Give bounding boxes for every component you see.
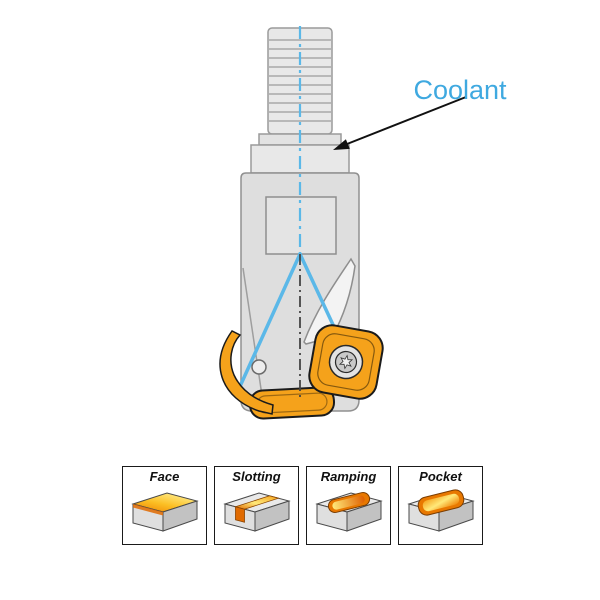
insert-right [308, 324, 384, 400]
insert-left-corner [219, 330, 274, 415]
operation-box-face: Face [122, 466, 207, 545]
operation-label-slotting: Slotting [232, 469, 281, 484]
coolant-label: Coolant [413, 75, 507, 105]
pocket-block [406, 489, 475, 532]
slotting-illustration [222, 492, 291, 532]
operation-box-ramping: Ramping [306, 466, 391, 545]
operation-box-pocket: Pocket [398, 466, 483, 545]
body-facet-line [242, 267, 265, 410]
operation-label-ramping: Ramping [320, 469, 377, 484]
ramping-block [314, 491, 383, 532]
chip-flute [303, 257, 356, 345]
torx-screw-icon [328, 344, 364, 380]
operation-box-slotting: Slotting [214, 466, 299, 545]
operation-label-face: Face [149, 469, 180, 484]
face-block [130, 492, 199, 532]
milling-tool-diagram: Coolant [219, 26, 507, 420]
operations-row: Face Slotting [122, 466, 483, 545]
ramping-illustration [314, 491, 383, 532]
face-milling-illustration [130, 492, 199, 532]
screw-hole [251, 359, 267, 375]
pocket-illustration [406, 489, 475, 532]
coolant-channel-left [235, 252, 302, 395]
coolant-channel-right [298, 252, 337, 331]
operation-label-pocket: Pocket [419, 469, 462, 484]
slotting-block [222, 492, 291, 532]
coolant-arrow [333, 96, 467, 150]
